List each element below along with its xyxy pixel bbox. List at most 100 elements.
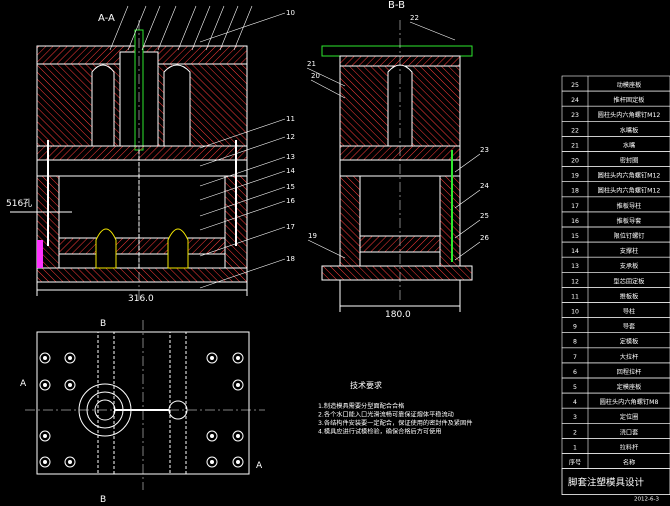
bom-name: 支承板 xyxy=(620,262,639,270)
top-leader xyxy=(141,5,161,51)
callout-bb-19: 19 xyxy=(308,232,317,240)
section-aa-title: A-A xyxy=(98,13,115,24)
bom-no: 19 xyxy=(571,173,579,180)
bom-no: 17 xyxy=(571,203,579,210)
callout-leader xyxy=(199,156,286,187)
plan-bolt-hole xyxy=(64,456,76,468)
top-leader xyxy=(157,5,177,51)
core-cone-left xyxy=(95,228,117,269)
core-plate xyxy=(36,145,248,161)
callout-aa-13: 13 xyxy=(286,153,295,161)
plan-bolt-hole-center xyxy=(236,460,240,464)
bom-no: 1 xyxy=(573,444,577,451)
bom-name: 圆柱头内六角螺钉M12 xyxy=(598,172,661,180)
plan-bolt-hole xyxy=(39,456,51,468)
callout-aa-17: 17 xyxy=(286,223,295,231)
bom-name: 浇口套 xyxy=(620,428,639,436)
top-leader xyxy=(177,5,197,51)
plan-bolt-hole xyxy=(39,430,51,442)
bom-name: 定模座板 xyxy=(617,383,642,391)
bom-name: 支撑柱 xyxy=(620,247,639,255)
dim-width-bb: 180.0 xyxy=(385,310,411,320)
bom-no: 16 xyxy=(571,218,579,225)
bom-no: 8 xyxy=(573,339,577,346)
ejector-plate xyxy=(58,237,226,255)
bottom-clamp-plate xyxy=(36,267,248,283)
bom-row xyxy=(561,407,670,424)
plan-bolt-hole-center xyxy=(43,356,47,360)
plan-bolt-hole-center xyxy=(236,383,240,387)
plan-bolt-hole-center xyxy=(68,356,72,360)
callout-leader xyxy=(310,79,346,99)
leaders-aa-top xyxy=(109,5,253,51)
bom-name: 动模座板 xyxy=(617,81,642,89)
plan-bolt-hole xyxy=(232,352,244,364)
plan-b-top: B xyxy=(100,319,106,329)
plan-bolt-hole-center xyxy=(43,434,47,438)
plan-bolt-hole xyxy=(206,456,218,468)
bom-no: 14 xyxy=(571,248,579,255)
callout-aa-18: 18 xyxy=(286,255,295,263)
bom-name: 圆柱头内六角螺钉M8 xyxy=(600,398,659,406)
callout-aa-14: 14 xyxy=(286,167,295,175)
plan-holes xyxy=(39,352,244,468)
drawing-date: 2012-6-3 xyxy=(634,497,659,503)
bom-no: 2 xyxy=(573,429,577,436)
plan-bolt-hole xyxy=(39,352,51,364)
top-leader xyxy=(205,5,225,51)
callout-leader xyxy=(199,186,286,217)
technical-notes: 技术要求 1.制造模具需要分型面配合合格2.各个水口能入口光滑流畅可靠保证熔体平… xyxy=(318,380,472,436)
bom-no: 5 xyxy=(573,384,577,391)
bom-no: 12 xyxy=(571,278,579,285)
plan-bolt-hole-center xyxy=(43,383,47,387)
bom-row xyxy=(561,438,670,454)
callout-leader xyxy=(454,189,481,209)
plan-bolt-hole-center xyxy=(43,460,47,464)
callout-bb-20: 20 xyxy=(311,72,320,80)
note-line: 2.各个水口能入口光滑流畅可靠保证熔体平稳流动 xyxy=(318,411,454,419)
top-leader xyxy=(127,5,147,51)
callout-leader xyxy=(199,12,286,43)
callout-bb-26: 26 xyxy=(480,234,489,242)
plan-bolt-hole-center xyxy=(68,383,72,387)
callout-leader xyxy=(199,136,286,167)
callout-leader xyxy=(454,241,481,261)
top-leader xyxy=(233,5,253,51)
bom-name: 回程拉杆 xyxy=(617,368,642,376)
bom-no: 9 xyxy=(573,324,577,331)
callout-aa-12: 12 xyxy=(286,133,295,141)
bom-no: 23 xyxy=(571,112,579,119)
callout-leader xyxy=(454,153,481,173)
plan-slot-right xyxy=(169,331,187,475)
dim-left-label: 516孔 xyxy=(6,198,32,209)
plan-bolt-hole-center xyxy=(236,356,240,360)
callout-bb-23: 23 xyxy=(480,146,489,154)
callout-bb-22: 22 xyxy=(410,14,419,22)
bom-name: 推板导套 xyxy=(617,217,642,225)
bom-no: 6 xyxy=(573,369,577,376)
magenta-mark xyxy=(37,240,43,268)
bom-name: 定位圈 xyxy=(620,413,639,421)
bom-no: 10 xyxy=(571,309,579,316)
bom-name: 大拉杆 xyxy=(620,353,639,361)
title-block xyxy=(561,468,670,496)
plan-bolt-hole xyxy=(232,456,244,468)
bom-name: 水嘴 xyxy=(623,141,635,149)
bom-header-name: 名称 xyxy=(623,459,635,467)
bb-spacer-left xyxy=(339,175,361,267)
bom-name: 型芯固定板 xyxy=(614,277,645,285)
callout-bb-21: 21 xyxy=(307,60,316,68)
bom-no: 7 xyxy=(573,354,577,361)
bb-bottom-plate xyxy=(321,265,473,281)
plan-bolt-hole xyxy=(232,430,244,442)
plan-bolt-hole xyxy=(206,352,218,364)
bom-name: 拉料杆 xyxy=(620,443,639,451)
support-plate xyxy=(36,159,248,177)
plan-bolt-hole-center xyxy=(210,460,214,464)
